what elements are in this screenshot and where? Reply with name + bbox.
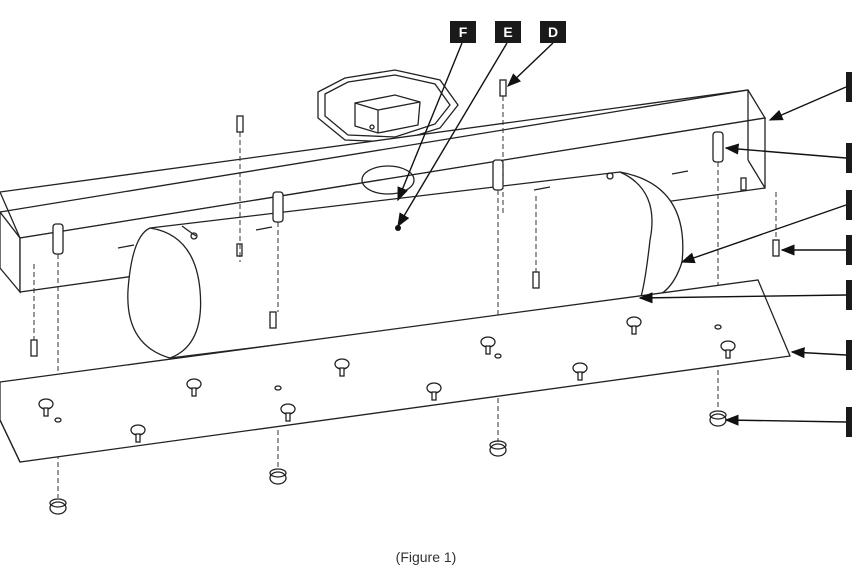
callout-tab	[846, 143, 852, 173]
callout-tab	[846, 407, 852, 437]
ceiling-canopy	[317, 69, 459, 143]
bottom-lens-plate	[0, 279, 791, 463]
part-label-e: E	[495, 21, 521, 43]
pan-slots	[117, 170, 689, 249]
top-leader-lines	[395, 42, 554, 231]
part-label-f: F	[450, 21, 476, 43]
callout-tab	[846, 280, 852, 310]
callout-tab	[846, 72, 852, 102]
callout-tab	[846, 190, 852, 220]
screws	[30, 79, 780, 357]
thumb-screws	[38, 316, 736, 443]
alignment-lines	[33, 96, 777, 498]
end-caps	[49, 410, 727, 515]
callout-tab	[846, 340, 852, 370]
figure-caption: (Figure 1)	[395, 549, 457, 565]
wire-hole	[361, 165, 415, 195]
right-leader-lines	[638, 86, 847, 426]
part-label-d: D	[540, 21, 566, 43]
callout-tab	[846, 235, 852, 265]
washers	[54, 324, 722, 423]
